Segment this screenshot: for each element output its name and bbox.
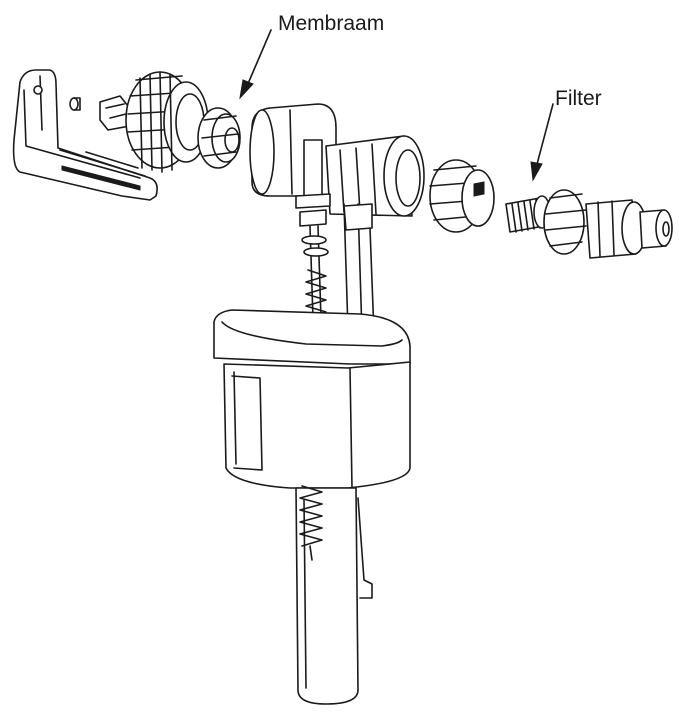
membrane-disc [197,107,241,169]
membrane-label: Membraam [278,12,384,35]
filter-label: Filter [555,87,602,110]
right-nut [429,159,495,233]
float-shaft [301,225,329,351]
lower-spring [299,485,323,561]
float-cup [213,309,411,489]
left-nut [125,71,209,173]
membrane-arrow [239,29,272,100]
filter-screen [505,195,551,233]
valve-housing [249,103,425,335]
filter-arrow [530,103,554,182]
lever-bracket [12,69,158,201]
inlet-shank [543,189,673,259]
small-pin [69,97,81,111]
lower-tube [295,487,373,705]
